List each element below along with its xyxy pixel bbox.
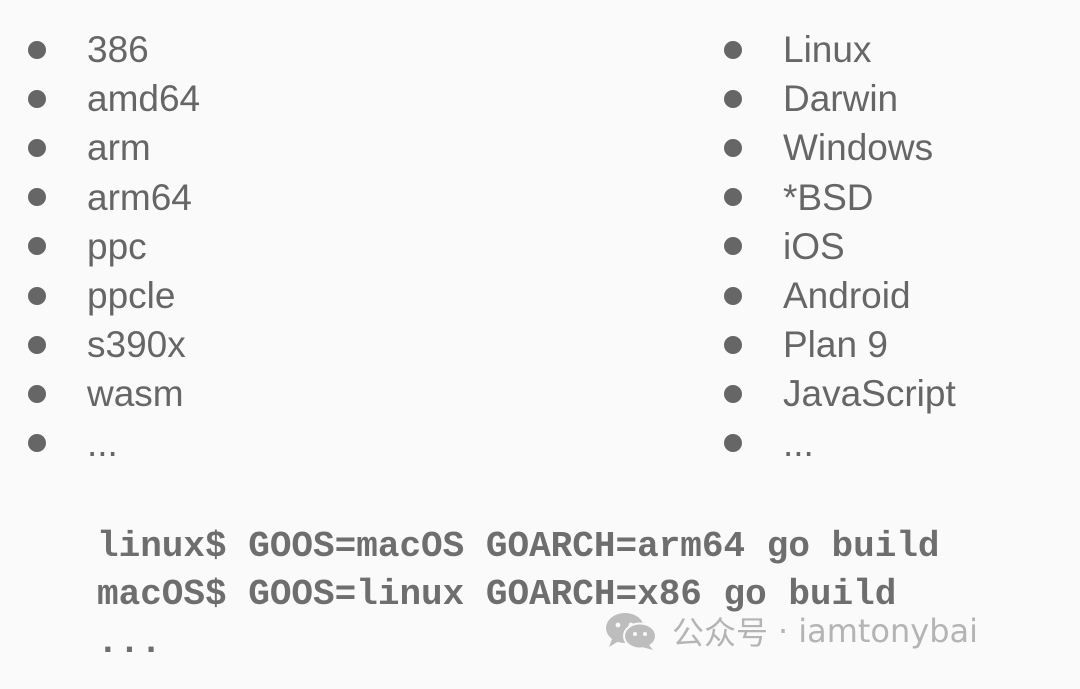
os-list: Linux Darwin Windows *BSD iOS Android Pl…	[724, 25, 1074, 468]
watermark: 公众号 · iamtonybai	[604, 611, 979, 652]
list-item: wasm	[28, 369, 548, 418]
code-line: linux$ GOOS=macOS GOARCH=arm64 go build	[97, 526, 940, 567]
bullet-icon	[28, 237, 46, 256]
os-label: iOS	[783, 225, 845, 267]
build-commands: linux$ GOOS=macOS GOARCH=arm64 go build …	[97, 523, 940, 667]
list-item: Plan 9	[724, 320, 1074, 369]
bullet-icon	[724, 138, 742, 157]
list-item: arm64	[28, 173, 548, 222]
bullet-icon	[28, 335, 46, 354]
bullet-icon	[28, 384, 46, 403]
bullet-icon	[724, 286, 742, 305]
list-item: iOS	[724, 222, 1074, 271]
os-label: Windows	[783, 127, 934, 169]
bullet-icon	[28, 188, 46, 207]
architecture-label: ppcle	[87, 274, 176, 316]
bullet-icon	[724, 237, 742, 256]
list-item: JavaScript	[724, 369, 1074, 418]
list-item: *BSD	[724, 173, 1074, 222]
architecture-label: 386	[87, 29, 149, 70]
architecture-label: ...	[87, 422, 118, 464]
bullet-icon	[724, 434, 742, 453]
os-label: Android	[783, 274, 911, 316]
bullet-icon	[28, 138, 46, 157]
separator-dot: ·	[778, 612, 789, 650]
bullet-icon	[724, 89, 742, 108]
architecture-label: wasm	[87, 373, 184, 415]
list-item: ppc	[28, 222, 548, 271]
bullet-icon	[724, 188, 742, 207]
list-item: ppcle	[28, 271, 548, 320]
list-item: ...	[28, 419, 548, 468]
architecture-label: arm64	[87, 176, 192, 218]
architecture-label: s390x	[87, 324, 186, 366]
os-label: Linux	[783, 29, 872, 70]
list-item: ...	[724, 419, 1074, 468]
list-item: 386	[28, 25, 548, 74]
list-item: Windows	[724, 123, 1074, 172]
bullet-icon	[28, 286, 46, 305]
os-label: ...	[783, 422, 814, 464]
list-item: Android	[724, 271, 1074, 320]
wechat-icon	[606, 613, 657, 650]
account-name-label: iamtonybai	[798, 612, 979, 650]
bullet-icon	[724, 335, 742, 354]
architecture-label: arm	[87, 127, 151, 169]
account-type-label: 公众号	[672, 614, 769, 652]
bullet-icon	[724, 384, 742, 403]
bullet-icon	[28, 434, 46, 453]
list-item: arm	[28, 123, 548, 172]
bullet-icon	[28, 89, 46, 108]
list-item: Darwin	[724, 74, 1074, 123]
code-line: ...	[97, 622, 162, 663]
list-item: s390x	[28, 320, 548, 369]
code-line: macOS$ GOOS=linux GOARCH=x86 go build	[97, 574, 897, 615]
bullet-icon	[28, 40, 46, 59]
os-label: JavaScript	[783, 373, 956, 415]
architecture-label: amd64	[87, 78, 201, 120]
list-item: Linux	[724, 25, 1074, 74]
bullet-icon	[724, 40, 742, 59]
list-item: amd64	[28, 74, 548, 123]
architecture-label: ppc	[87, 225, 147, 267]
os-label: Darwin	[783, 78, 899, 120]
os-label: *BSD	[783, 176, 874, 218]
architecture-list: 386 amd64 arm arm64 ppc ppcle s390x wasm…	[28, 25, 548, 468]
os-label: Plan 9	[783, 324, 888, 366]
